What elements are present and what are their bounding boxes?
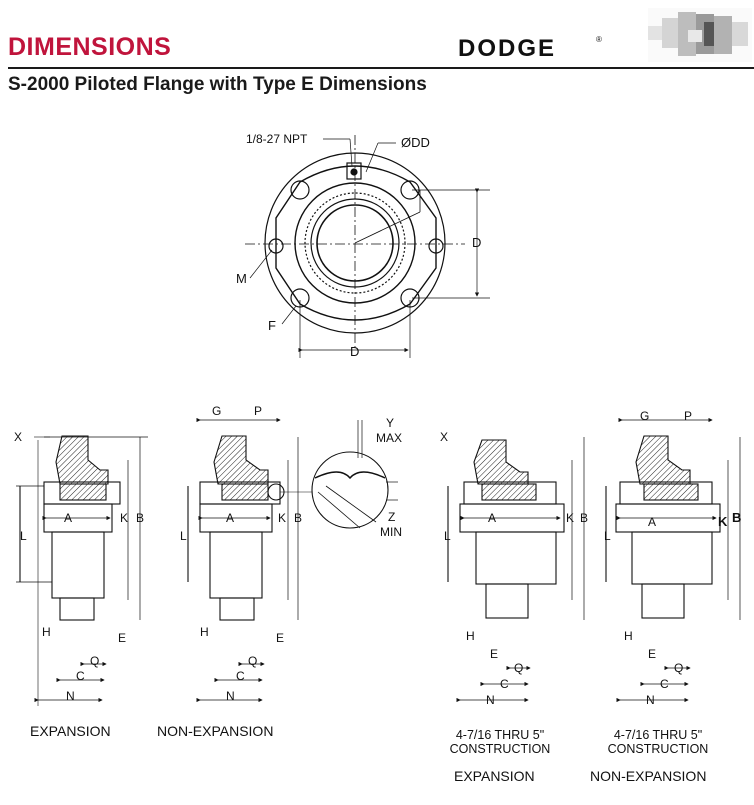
caption-large-expansion: EXPANSION <box>454 768 535 784</box>
d-bottom-label: D <box>350 344 359 359</box>
l-label-2: L <box>180 529 187 543</box>
caption-large-2-line1: 4-7/16 THRU 5" <box>613 728 703 742</box>
a-label-2: A <box>226 511 234 525</box>
dodge-logo: DODGE ® <box>458 35 602 62</box>
e-label-4: E <box>648 647 656 661</box>
max-label: MAX <box>376 431 402 445</box>
n-label: N <box>66 689 75 703</box>
seal-detail <box>280 420 398 529</box>
q-label: Q <box>90 654 99 668</box>
p-label-2: P <box>254 404 262 418</box>
caption-large-1-line2: CONSTRUCTION <box>449 742 551 756</box>
h-label-3: H <box>466 629 475 643</box>
b-label-4: B <box>732 510 741 525</box>
caption-non-expansion: NON-EXPANSION <box>157 723 274 739</box>
x-label: X <box>14 430 22 444</box>
q-label-4: Q <box>674 661 683 675</box>
a-label: A <box>64 511 72 525</box>
n-label-3: N <box>486 693 495 707</box>
caption-large-2: 4-7/16 THRU 5" CONSTRUCTION <box>598 728 718 756</box>
section-view-large-expansion <box>447 437 585 703</box>
k-label-3: K <box>566 511 574 525</box>
section-view-expansion <box>16 435 148 706</box>
caption-large-1-line1: 4-7/16 THRU 5" <box>455 728 545 742</box>
svg-text:®: ® <box>596 35 602 44</box>
a-label-4: A <box>648 515 656 529</box>
m-label: M <box>236 271 247 286</box>
b-label: B <box>136 511 144 525</box>
front-view <box>245 135 490 358</box>
product-thumbnail <box>648 8 752 62</box>
y-label: Y <box>386 416 394 430</box>
section-view-non-expansion <box>187 417 299 703</box>
section-view-large-non-expansion <box>605 417 741 703</box>
min-label: MIN <box>380 525 402 539</box>
p-label-4: P <box>684 409 692 423</box>
l-label-4: L <box>604 529 611 543</box>
c-label-2: C <box>236 669 245 683</box>
page-subtitle: S-2000 Piloted Flange with Type E Dimens… <box>8 74 427 95</box>
g-label-4: G <box>640 409 649 423</box>
c-label-4: C <box>660 677 669 691</box>
caption-large-non-expansion: NON-EXPANSION <box>590 768 707 784</box>
header-divider <box>8 67 754 69</box>
e-label: E <box>118 631 126 645</box>
h-label-4: H <box>624 629 633 643</box>
x-label-3: X <box>440 430 448 444</box>
k-label-2: K <box>278 511 286 525</box>
c-label: C <box>76 669 85 683</box>
k-label: K <box>120 511 128 525</box>
npt-label: 1/8-27 NPT <box>246 132 308 146</box>
caption-large-2-line2: CONSTRUCTION <box>607 742 709 756</box>
b-label-3: B <box>580 511 588 525</box>
l-label-3: L <box>444 529 451 543</box>
c-label-3: C <box>500 677 509 691</box>
h-label: H <box>42 625 51 639</box>
a-label-3: A <box>488 511 496 525</box>
dd-label: ØDD <box>401 135 430 150</box>
q-label-3: Q <box>514 661 523 675</box>
l-label: L <box>20 529 27 543</box>
e-label-2: E <box>276 631 284 645</box>
page-title: DIMENSIONS <box>8 33 172 61</box>
caption-large-1: 4-7/16 THRU 5" CONSTRUCTION <box>440 728 560 756</box>
e-label-3: E <box>490 647 498 661</box>
svg-text:DODGE: DODGE <box>458 35 556 62</box>
b-label-2: B <box>294 511 302 525</box>
k-label-4: K <box>718 514 728 529</box>
caption-expansion: EXPANSION <box>30 723 111 739</box>
n-label-2: N <box>226 689 235 703</box>
d-right-label: D <box>472 235 481 250</box>
q-label-2: Q <box>248 654 257 668</box>
f-label: F <box>268 318 276 333</box>
z-label: Z <box>388 510 395 524</box>
h-label-2: H <box>200 625 209 639</box>
g-label-2: G <box>212 404 221 418</box>
n-label-4: N <box>646 693 655 707</box>
